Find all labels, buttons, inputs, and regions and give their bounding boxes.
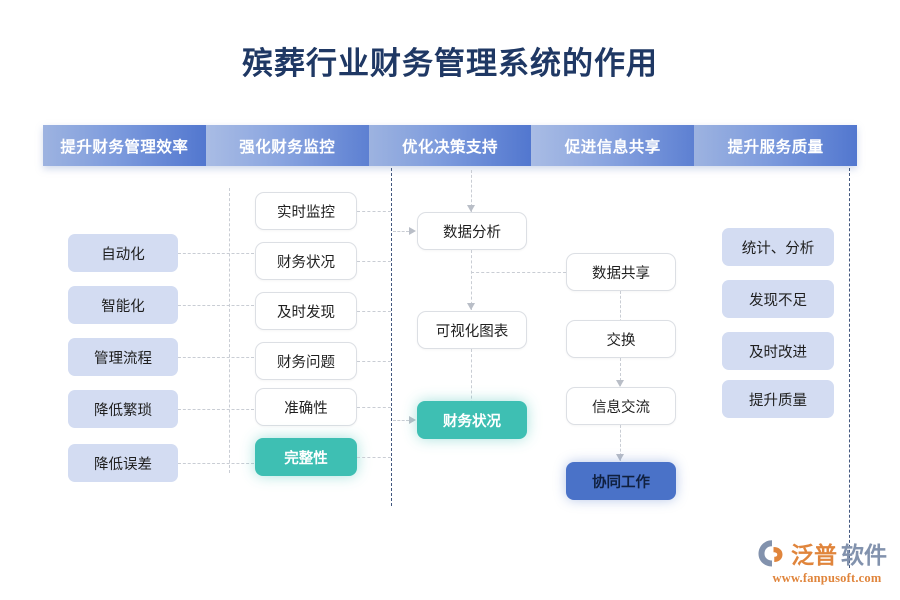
connector-decision-to-sharing (471, 272, 566, 273)
node-exchange[interactable]: 交换 (566, 320, 676, 358)
node-financial-status-2[interactable]: 财务状况 (255, 242, 357, 280)
node-data-analysis[interactable]: 数据分析 (417, 212, 527, 250)
connector-realtime-monitor (357, 211, 391, 212)
node-automation[interactable]: 自动化 (68, 234, 178, 272)
node-financial-status-3[interactable]: 财务状况 (417, 401, 527, 439)
connector-intelligent (178, 305, 254, 306)
connector-accuracy (357, 407, 391, 408)
connector-reduce-error (178, 463, 254, 464)
connector-financial-issue (357, 361, 391, 362)
connector-automation (178, 253, 254, 254)
connector-financial-status-2 (357, 261, 391, 262)
fanpu-swirl-icon (758, 540, 783, 567)
page-title: 殡葬行业财务管理系统的作用 (242, 46, 658, 81)
header-cell-efficiency[interactable]: 提升财务管理效率 (43, 125, 206, 166)
node-completeness[interactable]: 完整性 (255, 438, 357, 476)
connector-timely-discovery (357, 311, 391, 312)
node-find-gaps[interactable]: 发现不足 (722, 280, 834, 318)
node-intelligent[interactable]: 智能化 (68, 286, 178, 324)
header-cell-decision[interactable]: 优化决策支持 (368, 125, 532, 166)
node-realtime-monitor[interactable]: 实时监控 (255, 192, 357, 230)
spine-efficiency (229, 188, 230, 473)
node-timely-discovery[interactable]: 及时发现 (255, 292, 357, 330)
node-timely-improve[interactable]: 及时改进 (722, 332, 834, 370)
header-cell-supervision[interactable]: 强化财务监控 (205, 125, 369, 166)
node-collaboration[interactable]: 协同工作 (566, 462, 676, 500)
arrowhead-exchange-to-info-flow (616, 380, 624, 387)
logo-website-url: www.fanpusoft.com (772, 571, 882, 585)
arrowhead-into-financial-status-3 (409, 416, 416, 424)
connector-top-to-data-analysis (471, 170, 472, 212)
node-visual-chart[interactable]: 可视化图表 (417, 311, 527, 349)
connector-data-analysis-to-chart (471, 250, 472, 310)
node-improve-quality[interactable]: 提升质量 (722, 380, 834, 418)
node-reduce-complexity[interactable]: 降低繁琐 (68, 390, 178, 428)
connector-info-flow-to-collab (620, 425, 621, 461)
node-statistics-analysis[interactable]: 统计、分析 (722, 228, 834, 266)
connector-management-process (178, 357, 254, 358)
header-cell-quality[interactable]: 提升服务质量 (694, 125, 857, 166)
connector-sharing-to-exchange (620, 291, 621, 327)
node-data-sharing[interactable]: 数据共享 (566, 253, 676, 291)
arrowhead-info-flow-to-collab (616, 454, 624, 461)
node-reduce-error[interactable]: 降低误差 (68, 444, 178, 482)
arrowhead-data-analysis-to-chart (467, 303, 475, 310)
connector-into-financial-status-3 (393, 420, 409, 421)
connector-reduce-complexity (178, 409, 254, 410)
brand-logo: 泛普 软件 www.fanpusoft.com (757, 536, 897, 588)
node-info-exchange[interactable]: 信息交流 (566, 387, 676, 425)
logo-name-primary: 泛普 (791, 542, 837, 568)
node-financial-issue[interactable]: 财务问题 (255, 342, 357, 380)
category-header-band: 提升财务管理效率 强化财务监控 优化决策支持 促进信息共享 提升服务质量 (43, 125, 857, 166)
connector-completeness (357, 457, 391, 458)
header-cell-sharing[interactable]: 促进信息共享 (531, 125, 695, 166)
divider-line-right (849, 168, 850, 568)
divider-line-left (391, 168, 392, 506)
connector-into-data-analysis (393, 231, 409, 232)
arrowhead-top-to-data-analysis (467, 205, 475, 212)
node-management-process[interactable]: 管理流程 (68, 338, 178, 376)
connector-exchange-to-info-flow (620, 358, 621, 386)
arrowhead-into-data-analysis (409, 227, 416, 235)
connector-chart-to-financial-status (471, 349, 472, 409)
node-accuracy[interactable]: 准确性 (255, 388, 357, 426)
logo-lockup: 泛普 软件 (757, 536, 897, 570)
logo-name-secondary: 软件 (841, 542, 887, 568)
